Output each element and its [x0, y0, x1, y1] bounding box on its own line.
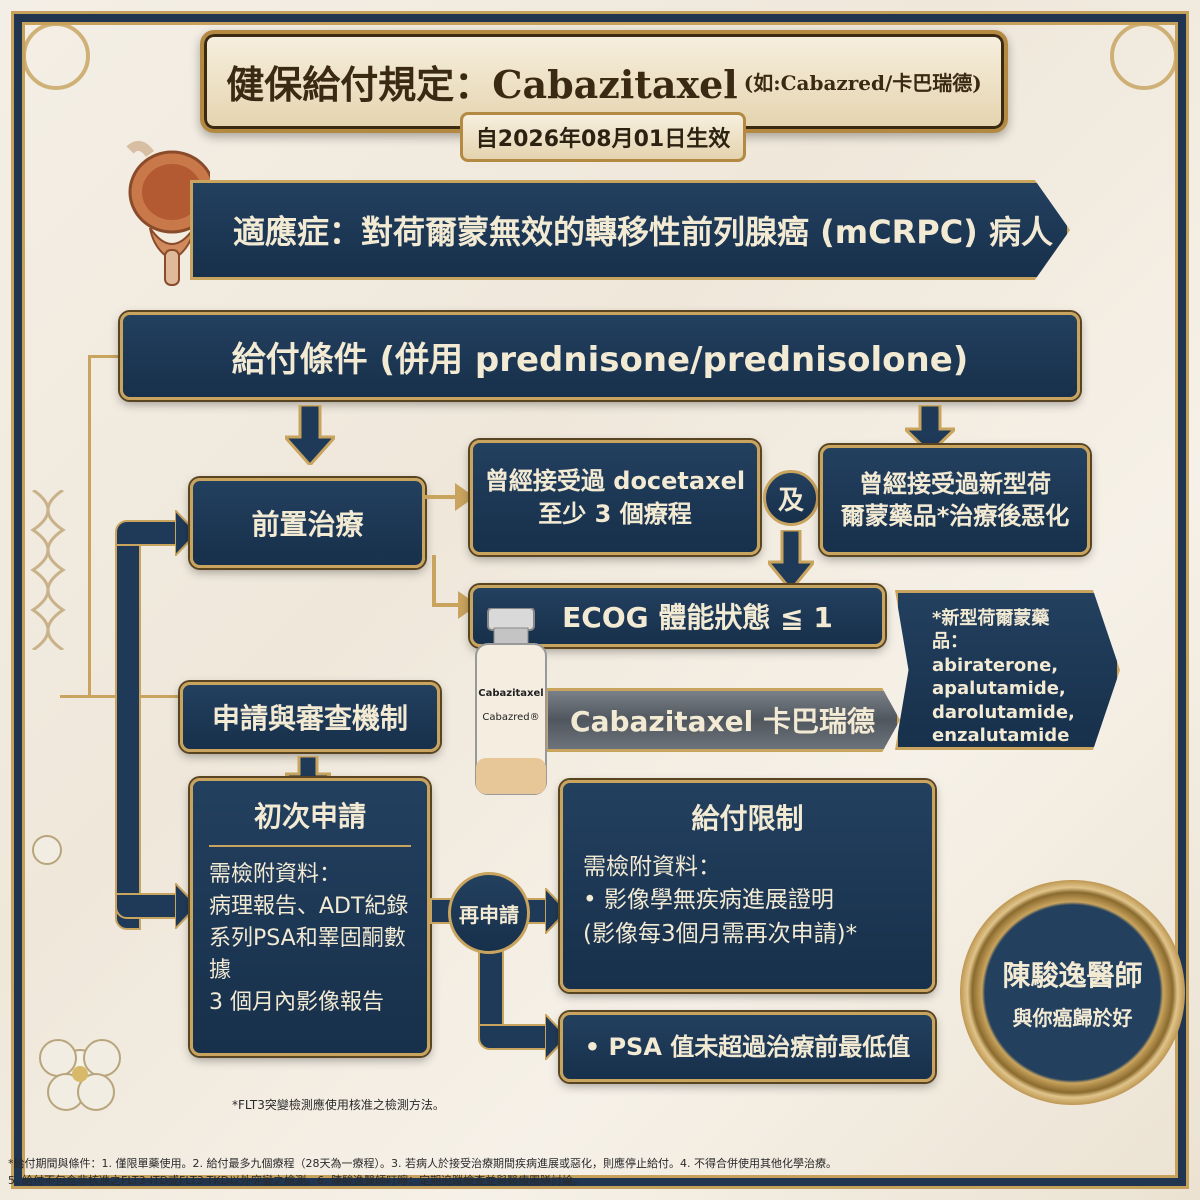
- arrow-right-icon: [455, 483, 475, 511]
- new-hormone-box: 曾經接受過新型荷 爾蒙藥品*治療後惡化: [820, 445, 1090, 555]
- payment-conditions-label: 給付條件 (併用 prednisone/prednisolone): [231, 339, 969, 380]
- dna-icon: [30, 490, 66, 650]
- page-title: 健保給付規定：Cabazitaxel: [226, 62, 738, 107]
- limits-line: (影像每3個月需再次申請)*: [583, 920, 858, 947]
- initial-application-title: 初次申請: [209, 795, 411, 847]
- connector-line: [432, 555, 436, 605]
- flow-branch: [478, 1024, 550, 1050]
- corner-ornament: [22, 22, 90, 90]
- page-subtitle: (如:Cabazred/卡巴瑞德): [743, 71, 982, 95]
- corner-ornament: [1110, 22, 1178, 90]
- seal-line-2: 與你癌歸於好: [1012, 1006, 1133, 1030]
- note-drug: enzalutamide: [932, 724, 1070, 746]
- connector-line: [88, 355, 124, 358]
- indication-text: 適應症：對荷爾蒙無效的轉移性前列腺癌 (mCRPC) 病人: [233, 213, 1053, 251]
- docetaxel-line-2: 至少 3 個療程: [538, 499, 692, 528]
- new-hormone-line-1: 曾經接受過新型荷: [859, 469, 1051, 498]
- docetaxel-line-1: 曾經接受過 docetaxel: [484, 467, 746, 496]
- drug-label: Cabazitaxel 卡巴瑞德: [570, 705, 875, 738]
- vial-icon: [475, 608, 547, 795]
- effective-date: 自2026年08月01日生效: [460, 112, 746, 162]
- and-connector: 及: [763, 470, 819, 526]
- footnote: *FLT3突變檢測應使用核准之檢測方法。: [232, 1098, 445, 1112]
- seal-line-1: 陳駿逸醫師: [1002, 959, 1143, 992]
- reapply-label: 再申請: [459, 902, 519, 927]
- connector-line: [88, 355, 91, 695]
- payment-limits-title: 給付限制: [691, 802, 804, 835]
- footer-line: 5. 給付不包含非核准之FLT3-ITD或FLT3-TKD以外突變之檢測。6. …: [8, 1173, 585, 1187]
- psa-box: • PSA 值未超過治療前最低值: [560, 1012, 935, 1082]
- footer-notes: *給付期間與條件：1. 僅限單藥使用。2. 給付最多九個療程（28天為一療程）。…: [8, 1156, 1158, 1189]
- note-drug: abiraterone,: [932, 654, 1059, 676]
- and-label: 及: [777, 485, 804, 516]
- prior-treatment-label: 前置治療: [251, 508, 364, 541]
- reapply-circle: 再申請: [448, 872, 530, 954]
- initial-line: 需檢附資料：: [209, 862, 342, 887]
- vial-label-1: Cabazitaxel: [478, 688, 544, 699]
- payment-conditions-heading: 給付條件 (併用 prednisone/prednisolone): [120, 312, 1080, 400]
- indication-banner: 適應症：對荷爾蒙無效的轉移性前列腺癌 (mCRPC) 病人: [190, 180, 1070, 280]
- arrow-right-icon: [175, 883, 197, 929]
- footer-line: *給付期間與條件：1. 僅限單藥使用。2. 給付最多九個療程（28天為一療程）。…: [8, 1157, 837, 1170]
- arrow-right-icon: [175, 510, 197, 556]
- note-title: *新型荷爾蒙藥品：: [932, 608, 1050, 653]
- connector-line: [425, 495, 465, 499]
- arrow-right-icon: [545, 1014, 567, 1060]
- vial-label-2: Cabazred®: [482, 712, 540, 723]
- flow-branch: [115, 893, 185, 919]
- drug-ribbon: Cabazitaxel 卡巴瑞德: [545, 688, 900, 752]
- note-drug: apalutamide,: [932, 678, 1066, 700]
- arrow-right-icon: [458, 591, 478, 619]
- doctor-seal: 陳駿逸醫師 與你癌歸於好: [960, 880, 1185, 1105]
- ecog-label: ECOG 體能狀態 ≦ 1: [562, 601, 833, 634]
- docetaxel-box: 曾經接受過 docetaxel 至少 3 個療程: [470, 440, 760, 555]
- prior-treatment-box: 前置治療: [190, 478, 425, 568]
- ecog-box: ECOG 體能狀態 ≦ 1: [470, 585, 885, 647]
- flower-bud-icon: [32, 835, 62, 865]
- flow-trunk: [115, 530, 141, 930]
- flower-icon: [39, 1039, 121, 1111]
- arrow-right-icon: [545, 888, 567, 934]
- arrow-down-icon: [285, 405, 335, 465]
- initial-application-box: 初次申請 需檢附資料： 病理報告、ADT紀錄 系列PSA和睪固酮數據 3 個月內…: [190, 778, 430, 1056]
- flow-branch: [115, 520, 185, 546]
- initial-line: 3 個月內影像報告: [209, 989, 384, 1015]
- payment-limits-box: 給付限制 需檢附資料： • 影像學無疾病進展證明 (影像每3個月需再次申請)*: [560, 780, 935, 992]
- limits-line: • 影像學無疾病進展證明: [583, 887, 834, 914]
- initial-line: 病理報告、ADT紀錄: [209, 893, 409, 919]
- arrow-down-icon: [905, 405, 955, 453]
- review-heading-label: 申請與審查機制: [211, 702, 408, 735]
- new-hormone-note: *新型荷爾蒙藥品： abiraterone, apalutamide, daro…: [895, 590, 1120, 750]
- ornate-frame: [14, 14, 1186, 1186]
- arrow-down-icon: [768, 530, 814, 590]
- connector-line: [432, 603, 467, 607]
- vial-illustration: Cabazitaxel Cabazred®: [472, 608, 550, 798]
- review-heading: 申請與審查機制: [180, 682, 440, 752]
- psa-label: • PSA 值未超過治療前最低值: [584, 1032, 911, 1061]
- initial-line: 系列PSA和睪固酮數據: [209, 925, 406, 983]
- note-drug: darolutamide,: [932, 701, 1075, 723]
- limits-line: 需檢附資料：: [583, 854, 721, 880]
- new-hormone-line-2: 爾蒙藥品*治療後惡化: [840, 502, 1070, 530]
